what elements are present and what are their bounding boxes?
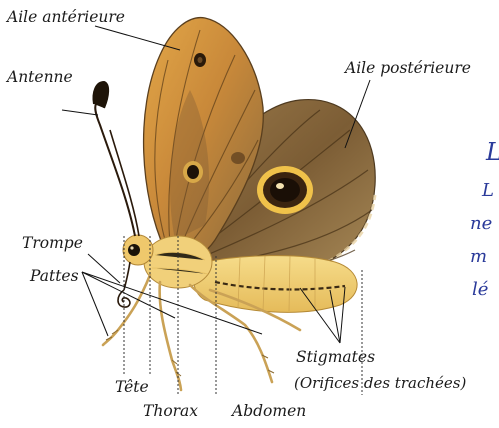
label-aile-posterieure: Aile postérieure xyxy=(345,61,471,77)
label-trompe: Trompe xyxy=(22,236,83,252)
label-orifices-trachees: (Orifices des trachées) xyxy=(294,376,466,391)
eyespot-large xyxy=(257,166,313,214)
side-heading-fragment: L xyxy=(486,140,499,164)
eye xyxy=(128,244,140,256)
side-text-line-4: lé xyxy=(472,281,488,299)
antenna xyxy=(93,82,139,236)
label-tete: Tête xyxy=(115,380,149,396)
label-abdomen: Abdomen xyxy=(232,404,306,420)
label-pattes: Pattes xyxy=(30,269,79,285)
side-text-line-2: ne xyxy=(470,215,492,233)
label-stigmates: Stigmates xyxy=(296,350,375,366)
side-text-line-3: m xyxy=(470,248,487,266)
label-thorax: Thorax xyxy=(143,404,198,420)
label-aile-anterieure: Aile antérieure xyxy=(7,10,125,26)
eyespot-small xyxy=(183,161,203,183)
label-antenne: Antenne xyxy=(7,70,73,86)
side-text-line-1: L xyxy=(482,182,494,200)
